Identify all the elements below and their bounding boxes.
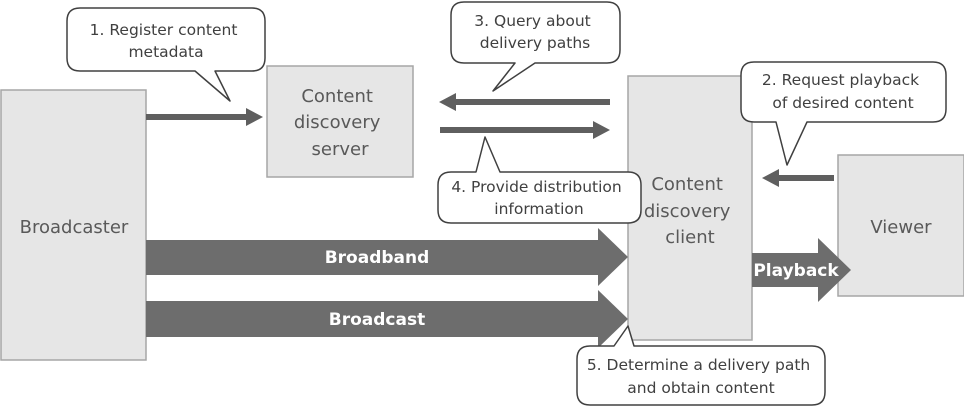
register-arrow bbox=[146, 108, 263, 126]
callout-step-1 bbox=[66, 7, 266, 102]
broadband-arrow bbox=[146, 228, 628, 286]
broadcast-arrow bbox=[146, 290, 628, 348]
step-2-text: 2. Request playback of desired content bbox=[762, 71, 924, 112]
content-discovery-server-box bbox=[266, 65, 414, 178]
broadband-label: Broadband bbox=[325, 248, 430, 268]
broadcast-label: Broadcast bbox=[329, 310, 425, 330]
client-label: Content discovery client bbox=[644, 174, 736, 248]
callout-step-2 bbox=[740, 61, 947, 166]
viewer-box bbox=[837, 154, 964, 297]
playback-arrow bbox=[752, 238, 851, 302]
content-discovery-client-box bbox=[627, 75, 753, 341]
callout-step-4 bbox=[437, 136, 642, 224]
broadcaster-box bbox=[0, 89, 147, 361]
broadcaster-label: Broadcaster bbox=[20, 217, 129, 238]
viewer-label: Viewer bbox=[870, 217, 932, 238]
step-1-text: 1. Register content metadata bbox=[90, 21, 243, 61]
playback-label: Playback bbox=[753, 261, 839, 281]
step-4-text: 4. Provide distribution information bbox=[451, 178, 626, 218]
request-arrow bbox=[762, 169, 834, 187]
server-label: Content discovery server bbox=[294, 86, 386, 160]
callout-step-5 bbox=[576, 325, 826, 406]
step-5-text: 5. Determine a delivery path and obtain … bbox=[587, 356, 815, 397]
query-arrow bbox=[439, 93, 610, 111]
step-3-text: 3. Query about delivery paths bbox=[474, 12, 595, 52]
callout-step-3 bbox=[450, 1, 621, 92]
provide-arrow bbox=[440, 121, 610, 139]
